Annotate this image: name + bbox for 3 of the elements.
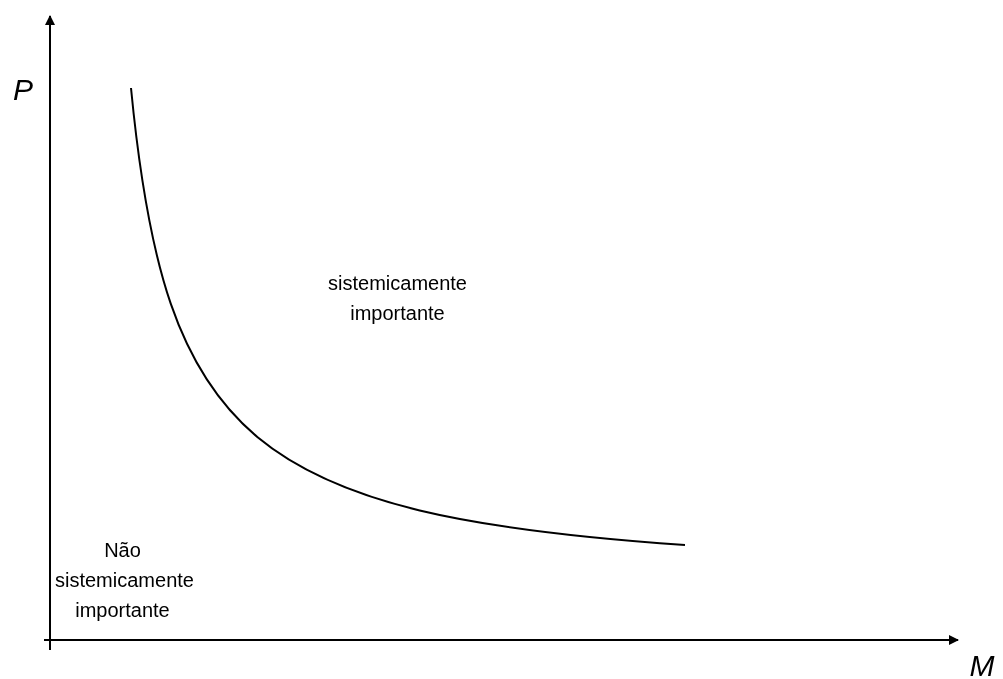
region-label: sistemicamente importante: [327, 271, 468, 326]
axis-label: M: [968, 648, 996, 679]
axis-label: P: [12, 72, 34, 108]
